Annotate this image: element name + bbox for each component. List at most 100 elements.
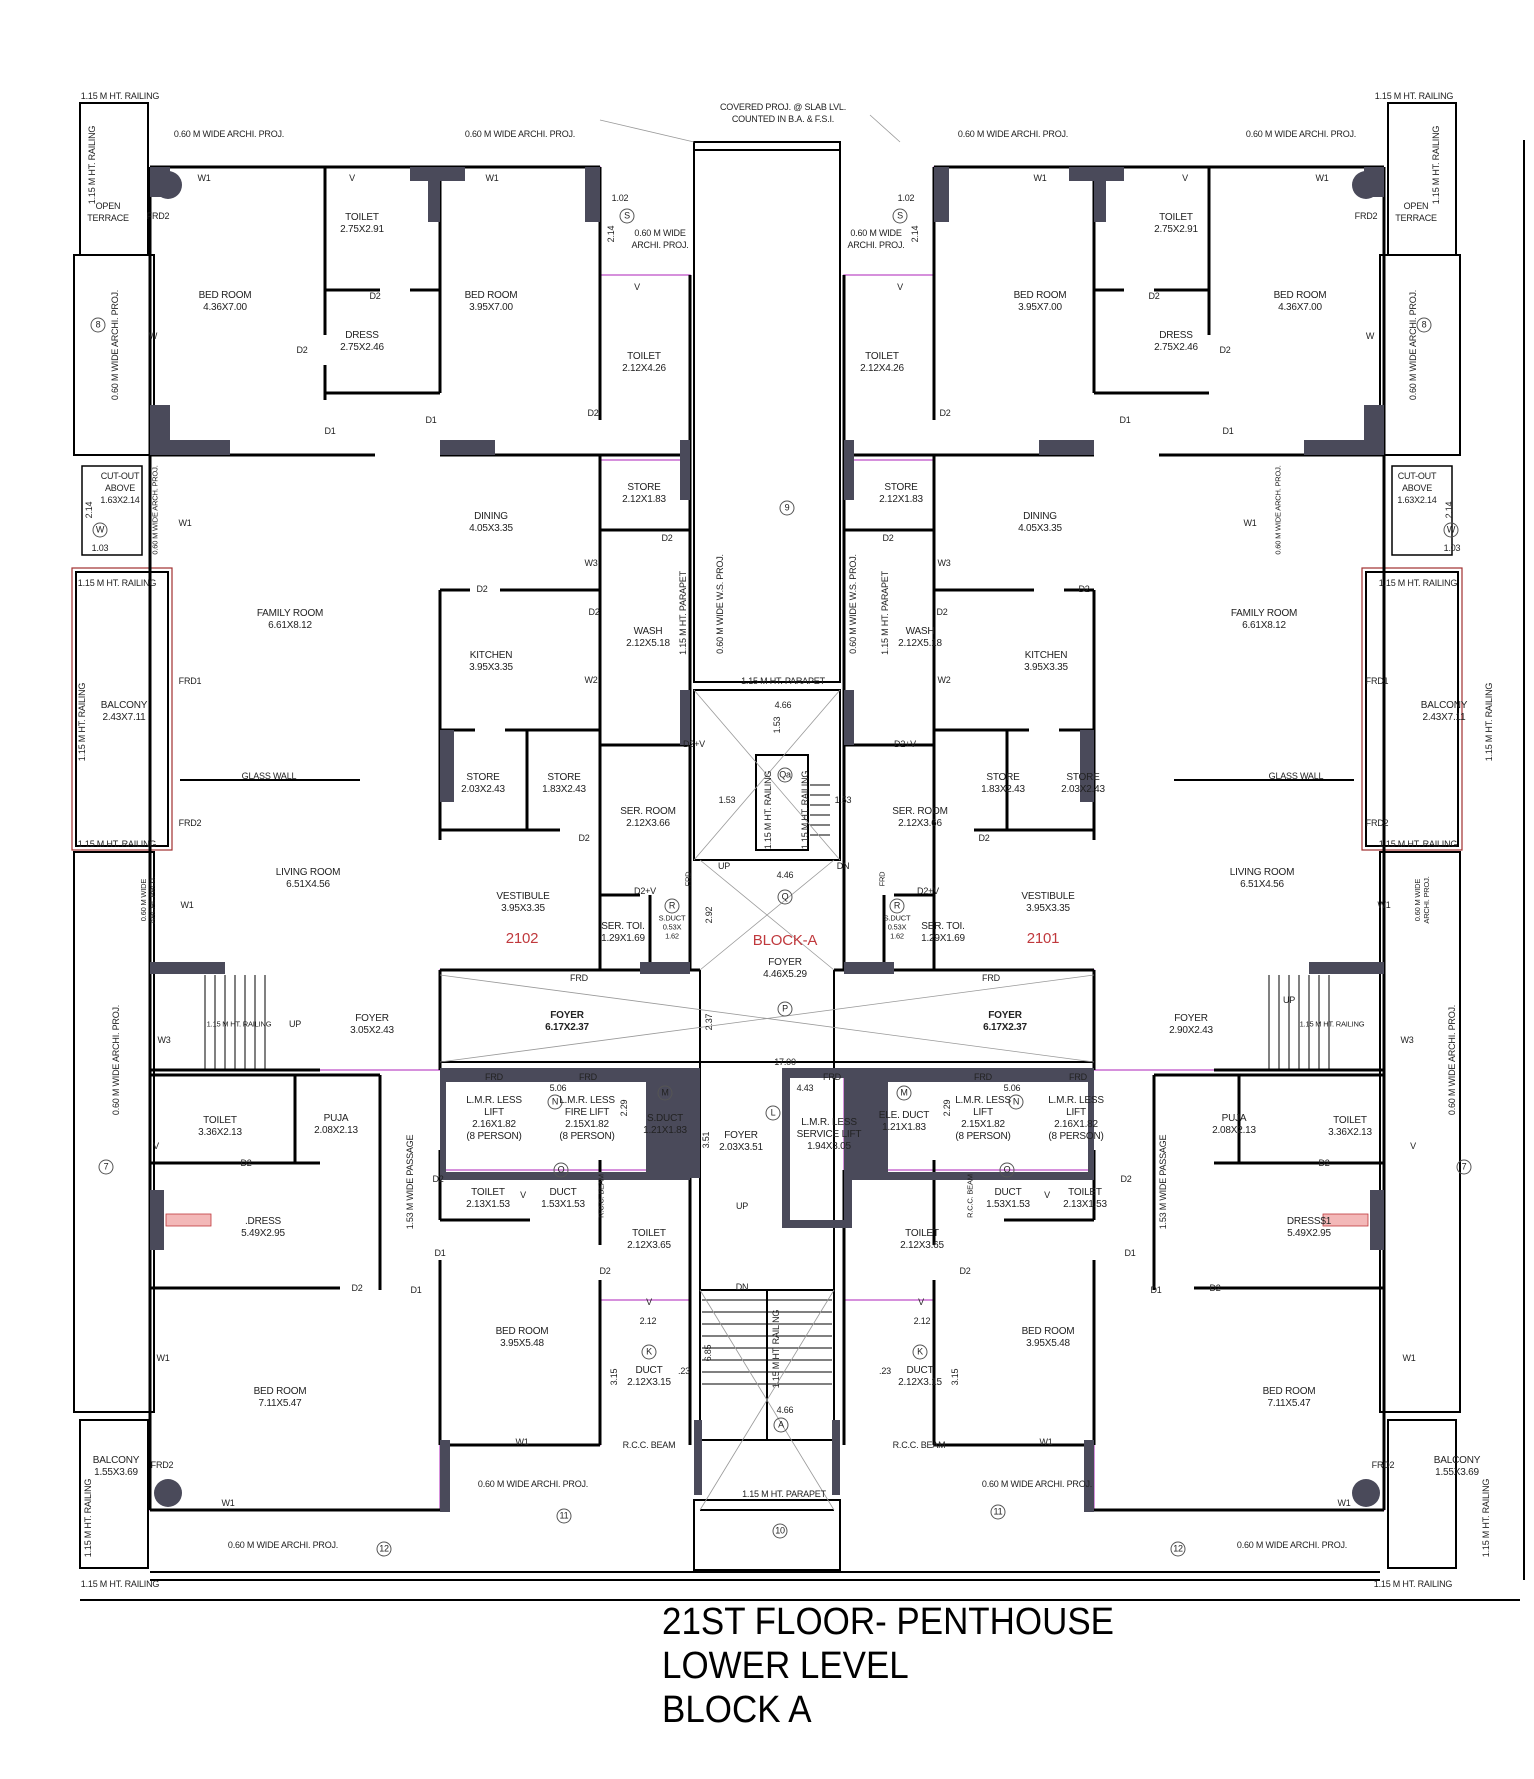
plan-label: D2 xyxy=(588,607,600,617)
plan-label: N xyxy=(1008,1094,1024,1110)
plan-label: DN xyxy=(735,1282,749,1292)
plan-label: BED ROOM 4.36X7.00 xyxy=(198,290,252,313)
plan-label: V xyxy=(1410,1141,1416,1151)
plan-label: STORE 2.12X1.83 xyxy=(879,482,923,505)
plan-label: 0.60 M WIDE ARCHI. PROJ. xyxy=(847,228,905,250)
plan-label: FRD xyxy=(485,1072,503,1082)
plan-label: D2 xyxy=(661,533,673,543)
plan-label: 0.60 M WIDE ARCHI. PROJ. xyxy=(1408,289,1418,401)
plan-label: FRD xyxy=(683,871,693,887)
plan-label: STORE 2.03X2.43 xyxy=(461,772,505,795)
plan-label: BED ROOM 7.11X5.47 xyxy=(253,1386,307,1409)
plan-label: FRD xyxy=(579,1072,597,1082)
plan-label: ELE. DUCT 1.21X1.83 xyxy=(878,1110,930,1133)
plan-label: 1.15 M HT. RAILING xyxy=(763,770,773,850)
plan-label: 1.15 M HT. RAILING xyxy=(1484,682,1494,762)
plan-label: 1.15 M HT. PARAPET xyxy=(742,1489,826,1499)
plan-label: D2 xyxy=(959,1266,971,1276)
plan-label: SER. ROOM 2.12X3.66 xyxy=(620,806,676,829)
plan-label: D2 xyxy=(1219,345,1231,355)
plan-label: PUJA 2.08X2.13 xyxy=(314,1113,358,1136)
plan-label: FRD xyxy=(877,871,887,887)
plan-label: D2 xyxy=(599,1266,611,1276)
plan-label: 1.15 M HT. RAILING xyxy=(77,839,157,849)
plan-label: FRD2 xyxy=(1365,818,1389,828)
plan-label: D2 xyxy=(351,1283,363,1293)
plan-label: 1.53 xyxy=(718,795,736,805)
plan-label: 1.15 M HT. RAILING xyxy=(1373,1579,1453,1589)
plan-label: 2.14 xyxy=(910,225,920,243)
plan-label: D2 xyxy=(578,833,590,843)
plan-label: L.M.R. LESS FIRE LIFT 2.15X1.82 (8 PERSO… xyxy=(559,1095,615,1142)
plan-label: 1.15 M HT. RAILING xyxy=(77,578,157,588)
plan-label: W3 xyxy=(1400,1035,1414,1045)
plan-label: SER. TOI. 1.29X1.69 xyxy=(601,921,645,944)
plan-label: WASH 2.12X5.18 xyxy=(626,626,670,649)
plan-label: 4.66 xyxy=(774,700,792,710)
plan-label: D1 xyxy=(1150,1285,1162,1295)
plan-label: D1 xyxy=(410,1285,422,1295)
plan-label: W2 xyxy=(584,675,598,685)
plan-label: BED ROOM 3.95X5.48 xyxy=(1021,1326,1075,1349)
plan-label: DUCT 1.53X1.53 xyxy=(541,1187,585,1210)
plan-label: 8 xyxy=(1416,317,1432,333)
plan-label: FAMILY ROOM 6.61X8.12 xyxy=(256,608,324,631)
plan-label: 4.46 xyxy=(776,870,794,880)
plan-label: R.C.C. BEAM xyxy=(892,1440,946,1450)
plan-label: BED ROOM 3.95X7.00 xyxy=(464,290,518,313)
plan-label: R.C.C. BEAM xyxy=(622,1440,676,1450)
plan-label: DINING 4.05X3.35 xyxy=(469,511,513,534)
plan-label: 2.12 xyxy=(913,1316,931,1326)
plan-label: 12 xyxy=(1170,1541,1186,1557)
plan-label: DINING 4.05X3.35 xyxy=(1018,511,1062,534)
plan-label: 9 xyxy=(779,500,795,516)
plan-label: W1 xyxy=(197,173,211,183)
plan-label: W1 xyxy=(180,900,194,910)
plan-label: Qa xyxy=(777,767,793,783)
plan-label: S xyxy=(892,208,908,224)
plan-label: UP xyxy=(735,1201,749,1211)
plan-label: K xyxy=(641,1344,657,1360)
plan-label: COVERED PROJ. @ SLAB LVL. COUNTED IN B.A… xyxy=(719,102,847,124)
plan-label: SER. TOI. 1.29X1.69 xyxy=(921,921,965,944)
plan-label: D2 xyxy=(369,291,381,301)
plan-label: 7 xyxy=(1456,1159,1472,1175)
plan-label: L.M.R. LESS LIFT 2.16X1.82 (8 PERSON) xyxy=(1048,1095,1104,1142)
plan-label: S.DUCT 0.53X 1.62 xyxy=(883,913,911,941)
plan-label: V xyxy=(634,282,640,292)
plan-label: W3 xyxy=(157,1035,171,1045)
plan-label: DRESS 2.75X2.46 xyxy=(340,330,384,353)
plan-label: KITCHEN 3.95X3.35 xyxy=(1024,650,1068,673)
plan-label: W1 xyxy=(156,1353,170,1363)
plan-label: 0.60 M WIDE ARCHI. PROJ. xyxy=(111,1004,121,1116)
plan-label: L.M.R. LESS LIFT 2.15X1.82 (8 PERSON) xyxy=(955,1095,1011,1142)
plan-label: 3.51 xyxy=(701,1131,711,1149)
title-line-level: LOWER LEVEL xyxy=(662,1645,909,1687)
plan-label: D2 xyxy=(296,345,308,355)
plan-label: D1 xyxy=(425,415,437,425)
plan-label: D2 xyxy=(939,408,951,418)
plan-label: W1 xyxy=(1315,173,1329,183)
plan-label: 1.03 xyxy=(91,543,109,553)
plan-label: PUJA 2.08X2.13 xyxy=(1212,1113,1256,1136)
plan-label: D2 xyxy=(476,584,488,594)
plan-label: S.DUCT 0.53X 1.62 xyxy=(658,913,686,941)
plan-label: W1 xyxy=(1243,518,1257,528)
plan-label: 1.02 xyxy=(897,193,915,203)
balcony-right xyxy=(1361,567,1463,851)
plan-label: OPEN TERRACE xyxy=(87,201,129,223)
balcony-bottom-left xyxy=(79,1419,149,1569)
plan-label: FRD xyxy=(974,1072,992,1082)
unit-number-2102: 2102 xyxy=(505,930,539,947)
plan-label: FRD xyxy=(1069,1072,1087,1082)
plan-label: FOYER 6.17X2.37 xyxy=(545,1010,589,1033)
plan-label: W1 xyxy=(221,1498,235,1508)
plan-label: D2 xyxy=(1209,1283,1221,1293)
plan-label: W1 xyxy=(1033,173,1047,183)
plan-label: 2.92 xyxy=(704,906,714,924)
plan-label: 0.60 M WIDE ARCHI. PROJ. xyxy=(227,1540,339,1550)
plan-label: TOILET 2.13X1.53 xyxy=(1063,1187,1107,1210)
plan-label: FRD2 xyxy=(150,1460,174,1470)
plan-label: D2 xyxy=(1120,1174,1132,1184)
plan-label: 11 xyxy=(990,1504,1006,1520)
